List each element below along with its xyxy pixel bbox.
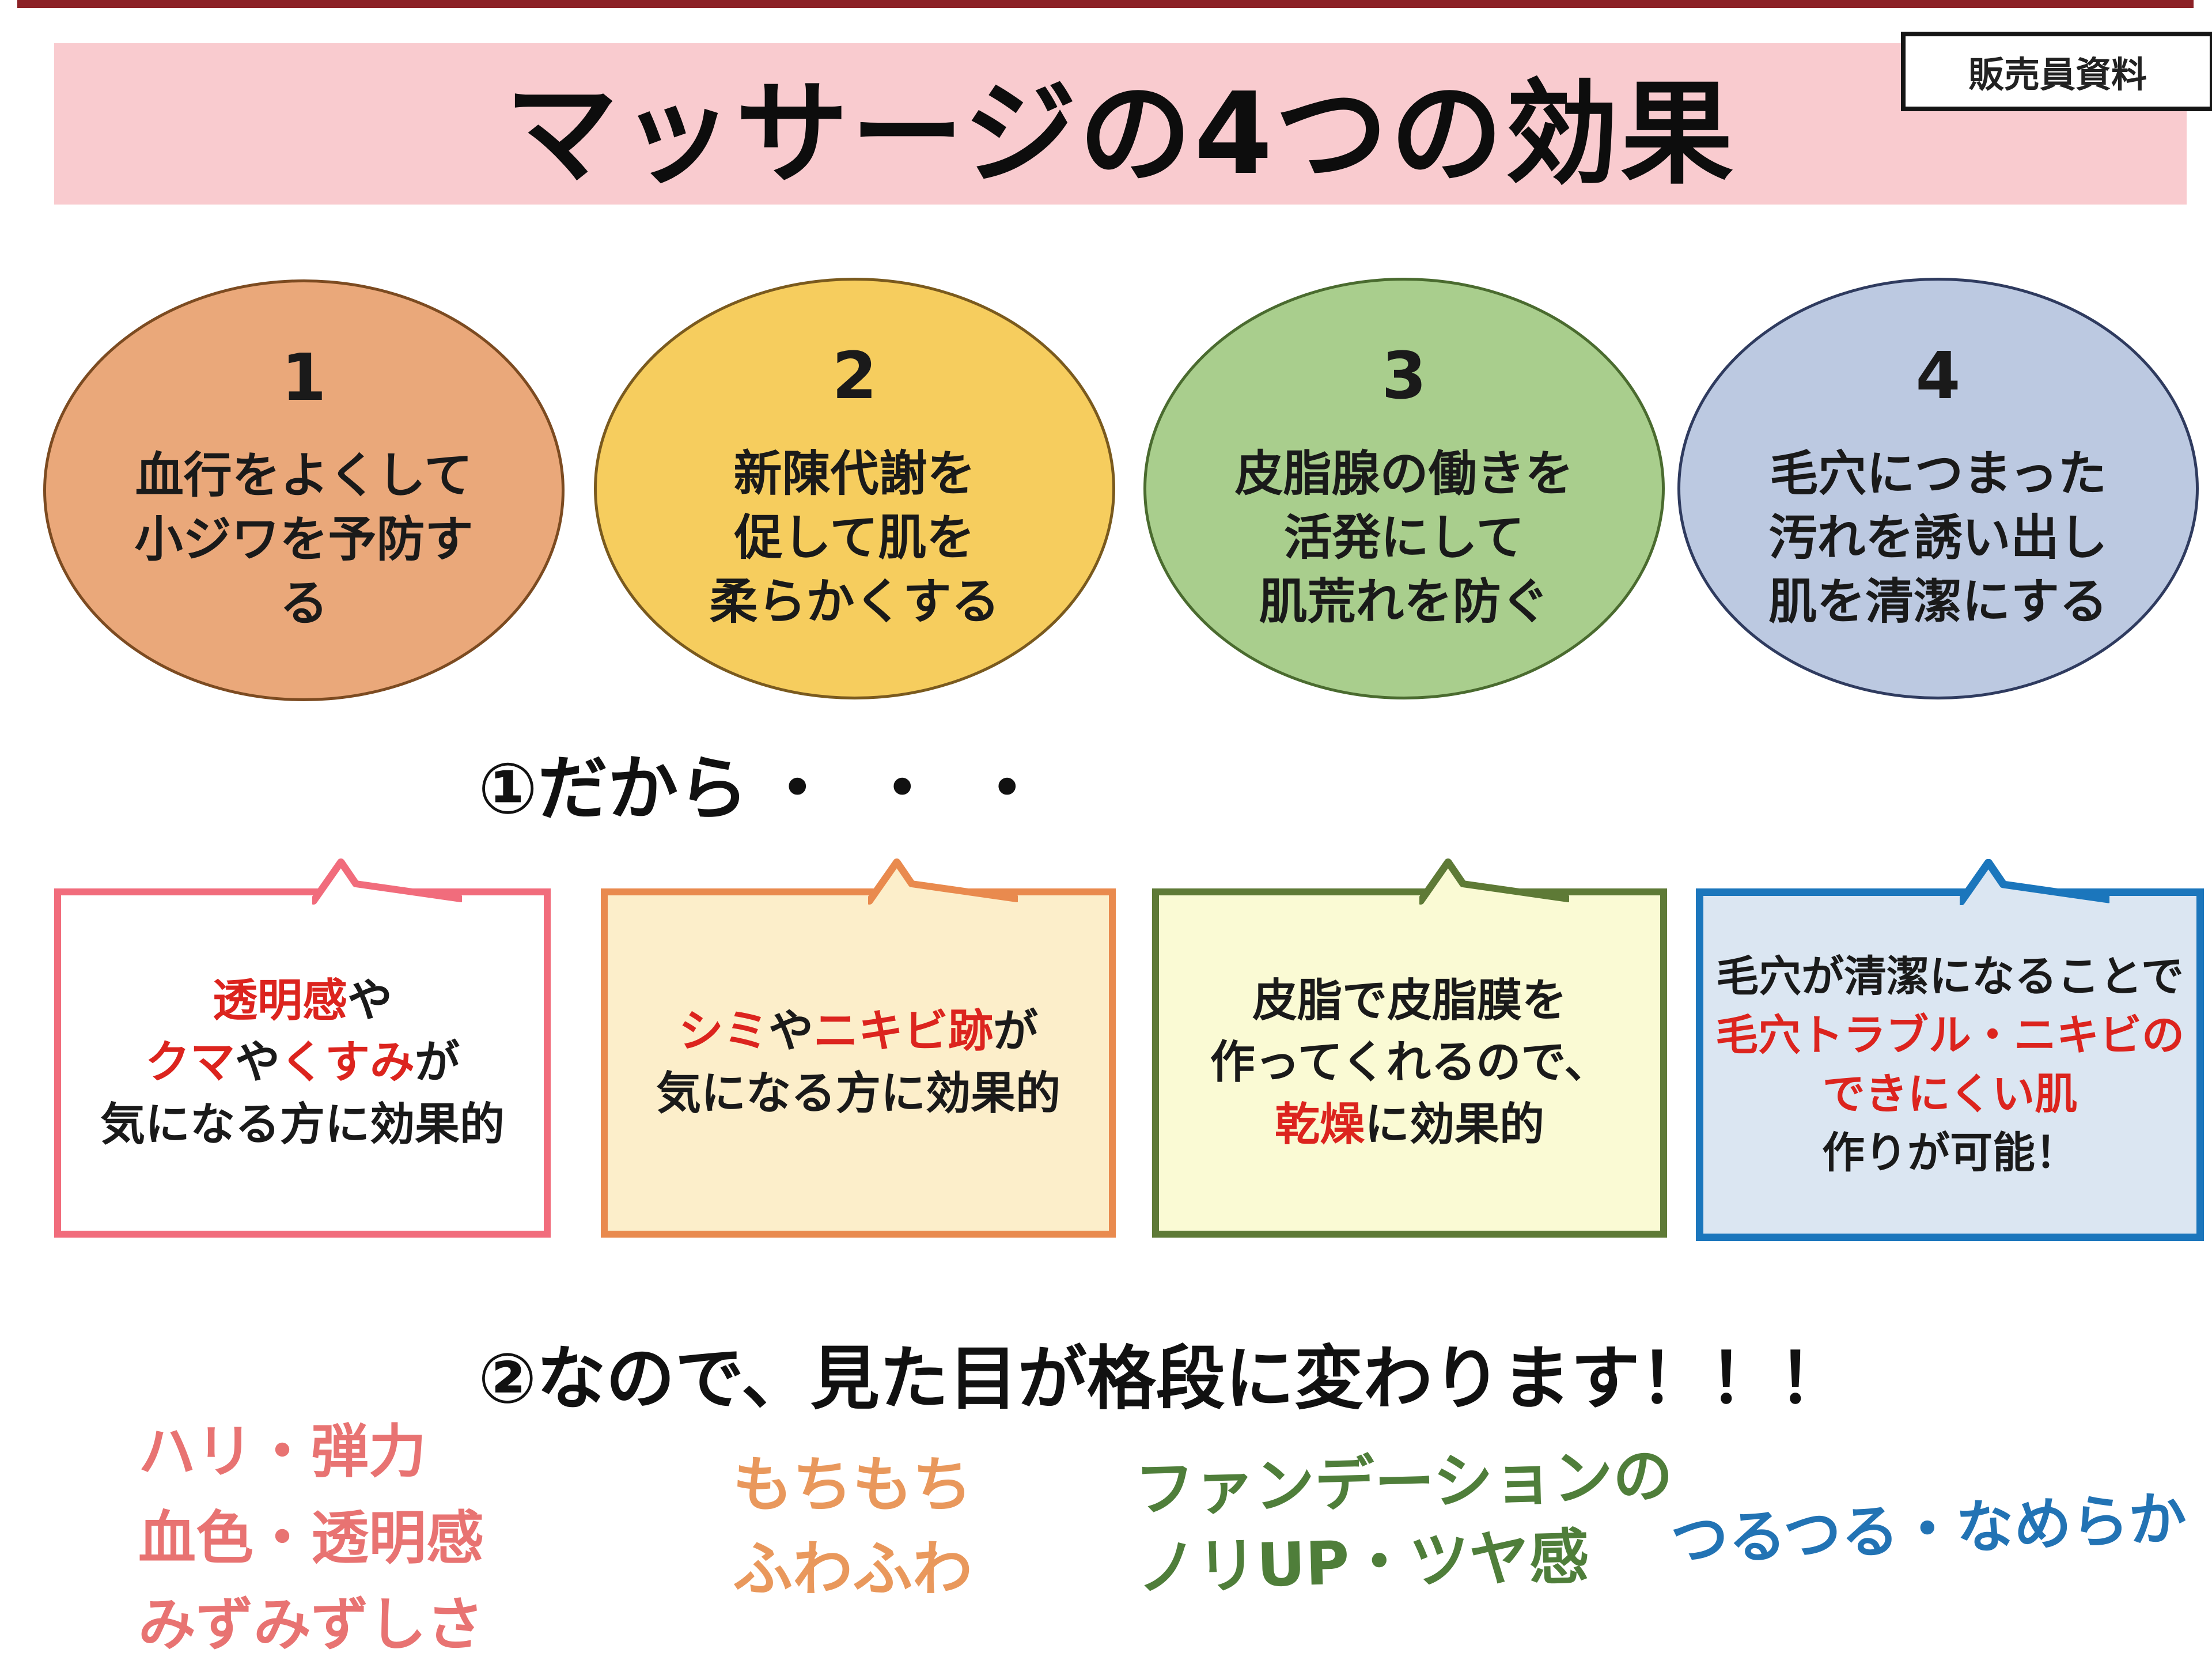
- header-banner: マッサージの4つの効果: [54, 43, 2187, 205]
- result-keywords-4: つるつる・なめらか: [1669, 1484, 2188, 1575]
- result-keywords-2: もちもち ふわふわ: [733, 1450, 973, 1604]
- section1-heading: ①だから・・・: [478, 732, 1077, 834]
- text: 気になる方に効果的: [656, 1068, 1060, 1119]
- highlight: ニキビ跡: [813, 1005, 993, 1058]
- effect-text-2: 新陳代謝を 促して肌を 柔らかくする: [709, 445, 1000, 630]
- benefit-bubble-1: 透明感や クマやくすみが 気になる方に効果的: [54, 858, 551, 1238]
- result-keywords-3: ファンデーションの ノリUP・ツヤ感: [1134, 1440, 1674, 1604]
- text: や: [347, 974, 392, 1027]
- bubble-tail-4: [1960, 859, 2110, 905]
- text: や: [768, 1005, 813, 1058]
- effect-number-2: 2: [832, 339, 877, 414]
- bubble-tail-2: [868, 858, 1018, 905]
- effect-text-4: 毛穴につまった 汚れを誘い出し 肌を清潔にする: [1768, 445, 2108, 630]
- effect-ellipse-2: 2 新陳代謝を 促して肌を 柔らかくする: [594, 278, 1115, 699]
- text: 作りが可能！: [1822, 1128, 2078, 1178]
- highlight: 透明感: [212, 974, 347, 1027]
- benefit-text-4: 毛穴が清潔になることで 毛穴トラブル・ニキビの できにくい肌 作りが可能！: [1715, 947, 2184, 1182]
- text: 気になる方に効果的: [100, 1098, 505, 1151]
- benefit-bubble-2: シミやニキビ跡が 気になる方に効果的: [601, 858, 1116, 1238]
- highlight: 毛穴トラブル・ニキビの: [1715, 1010, 2184, 1060]
- text: 毛穴が清潔になることで: [1716, 951, 2184, 1001]
- effect-ellipse-3: 3 皮脂腺の働きを 活発にして 肌荒れを防ぐ: [1143, 278, 1665, 699]
- effect-ellipse-1: 1 血行をよくして 小ジワを予防す る: [43, 279, 565, 701]
- highlight: シミ: [678, 1005, 768, 1058]
- benefit-bubble-4: 毛穴が清潔になることで 毛穴トラブル・ニキビの できにくい肌 作りが可能！: [1696, 859, 2204, 1241]
- bubble-tail-1: [312, 858, 462, 905]
- text: が: [415, 1037, 460, 1089]
- bubble-tail-3: [1419, 858, 1570, 905]
- page-title: マッサージの4つの効果: [505, 68, 1736, 200]
- section1-dots: ・・・: [762, 748, 1077, 830]
- effect-text-1: 血行をよくして 小ジワを予防す る: [134, 447, 474, 631]
- status-badge: 販売員資料: [1901, 32, 2212, 111]
- section2-text: ②なので、見た目が格段に変わります！！！: [478, 1339, 1847, 1419]
- highlight: くすみ: [279, 1037, 415, 1089]
- text: や: [234, 1037, 280, 1089]
- highlight: できにくい肌: [1822, 1069, 2078, 1119]
- effect-number-3: 3: [1381, 339, 1427, 414]
- text: 皮脂で皮脂膜を: [1252, 974, 1567, 1027]
- benefit-text-3: 皮脂で皮脂膜を 作ってくれるので、 乾燥に効果的: [1210, 970, 1609, 1156]
- section2-heading: ②なので、見た目が格段に変わります！！！: [478, 1322, 1847, 1423]
- section1-text: ①だから: [478, 748, 749, 830]
- highlight: 乾燥: [1274, 1098, 1365, 1151]
- benefit-text-1: 透明感や クマやくすみが 気になる方に効果的: [100, 970, 505, 1156]
- benefit-bubble-3: 皮脂で皮脂膜を 作ってくれるので、 乾燥に効果的: [1152, 858, 1667, 1238]
- text: に効果的: [1365, 1098, 1545, 1151]
- effect-number-1: 1: [281, 341, 327, 415]
- highlight: クマ: [145, 1037, 235, 1089]
- benefit-text-2: シミやニキビ跡が 気になる方に効果的: [656, 1001, 1060, 1125]
- effect-number-4: 4: [1915, 339, 1961, 414]
- text: 作ってくれるので、: [1210, 1037, 1609, 1089]
- top-rule: [17, 0, 2194, 8]
- effect-text-3: 皮脂腺の働きを 活発にして 肌荒れを防ぐ: [1234, 445, 1574, 630]
- effect-ellipse-4: 4 毛穴につまった 汚れを誘い出し 肌を清潔にする: [1677, 278, 2199, 699]
- result-keywords-1: ハリ・弾力 血色・透明感 みずみずしさ: [138, 1418, 484, 1658]
- status-badge-label: 販売員資料: [1968, 54, 2147, 96]
- text: が: [993, 1005, 1039, 1058]
